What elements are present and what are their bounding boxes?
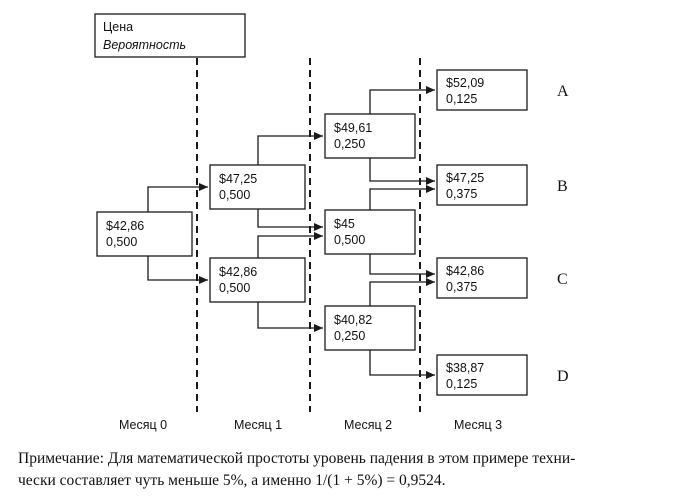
outcome-label-b: B [557,178,568,195]
node-probability: 0,500 [219,188,250,202]
legend-box: Цена Вероятность [94,13,246,58]
month-label-3: Месяц 3 [454,418,502,432]
node-box [436,69,528,111]
edge-m1up-to-m2up [257,132,323,165]
month-label-0: Месяц 0 [119,418,167,432]
edge-m0-to-m1up [147,183,208,212]
node-probability: 0,250 [334,329,365,343]
node-probability: 0,250 [334,137,365,151]
month-label-2: Месяц 2 [344,418,392,432]
node-price: $42,86 [219,265,257,279]
node-month1-down: $42,86 0,500 [209,257,306,303]
node-box [209,257,306,303]
node-box [324,305,416,351]
node-month3-c: $42,86 0,375 [436,257,528,299]
node-month3-d: $38,87 0,125 [436,354,528,396]
node-box [436,257,528,299]
node-probability: 0,125 [446,92,477,106]
node-month3-a: $52,09 0,125 [436,69,528,111]
node-price: $47,25 [219,172,257,186]
tree-diagram: Цена Вероятность $42,86 0,500 $47,25 0,5… [94,13,569,432]
node-box [324,209,416,255]
node-price: $52,09 [446,76,484,90]
node-month2-down: $40,82 0,250 [324,305,416,351]
node-month3-b: $47,25 0,375 [436,164,528,206]
note-line-1: Примечание: Для математической простоты … [18,450,576,467]
node-box [436,354,528,396]
legend-box-frame [94,13,246,58]
edge-m2mid-to-m3c [369,254,435,278]
node-price: $40,82 [334,313,372,327]
node-month1-up: $47,25 0,500 [209,164,306,210]
edge-m2up-to-m3b [369,158,435,185]
node-probability: 0,500 [334,233,365,247]
note-line-2: чески составляет чуть меньше 5%, а именн… [18,471,446,489]
node-probability: 0,125 [446,377,477,391]
legend-probability-label: Вероятность [103,38,186,52]
node-probability: 0,500 [106,235,137,249]
node-price: $42,86 [446,264,484,278]
edge-m2down-to-m3d [369,350,435,379]
node-price: $47,25 [446,171,484,185]
edge-m0-to-m1down [147,256,208,284]
node-month2-mid: $45 0,500 [324,209,416,255]
node-box [209,164,306,210]
outcome-label-d: D [557,368,569,385]
month-label-1: Месяц 1 [234,418,282,432]
node-price: $49,61 [334,121,372,135]
edge-m2up-to-m3a [369,86,435,114]
node-box [436,164,528,206]
node-price: $45 [334,217,355,231]
node-probability: 0,375 [446,187,477,201]
node-month0: $42,86 0,500 [96,211,193,257]
node-month2-up: $49,61 0,250 [324,113,416,159]
node-probability: 0,375 [446,280,477,294]
outcome-label-a: A [557,83,569,100]
node-box [324,113,416,159]
edge-m1down-to-m2down [257,302,323,332]
edge-m1down-to-m2mid [257,232,323,258]
edge-m1up-to-m2mid [257,209,323,231]
node-price: $38,87 [446,361,484,375]
outcome-label-c: C [557,271,568,288]
node-price: $42,86 [106,219,144,233]
figure-note: Примечание: Для математической простоты … [18,448,673,491]
node-box [96,211,193,257]
edge-m2mid-to-m3b [369,185,435,210]
legend-price-label: Цена [103,20,133,34]
node-probability: 0,500 [219,281,250,295]
edge-m2down-to-m3c [369,278,435,306]
